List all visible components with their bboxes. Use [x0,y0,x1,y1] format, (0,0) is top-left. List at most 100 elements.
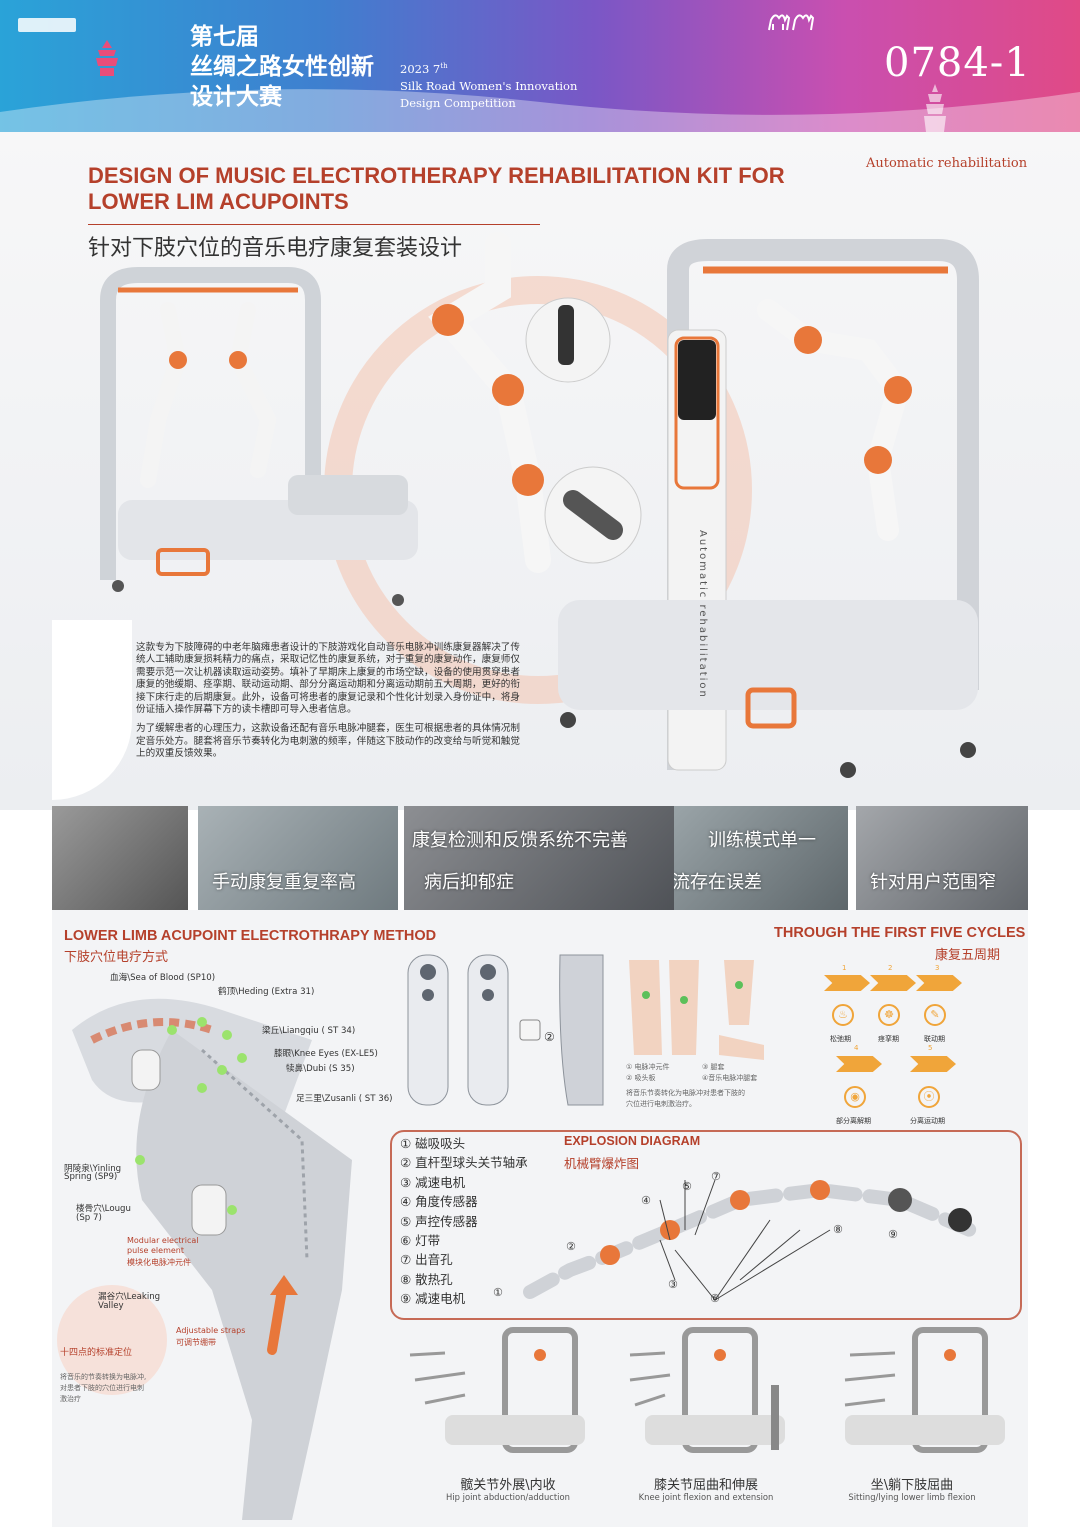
mode-label-cn: 膝关节屈曲和伸展 [653,1478,758,1493]
problem-caption: 训练模式单一 [708,830,816,851]
muscle-icon: ☸ [878,1004,900,1026]
link-icon: ✎ [924,1004,946,1026]
cycle-arrow [870,975,916,991]
cycle-number: 2 [888,964,893,972]
modular-label-cn: 模块化电脉冲元件 [127,1258,191,1267]
parts-list-item: ① 磁吸吸头 [400,1136,466,1151]
acupoint-label: 犊鼻\Dubi (S 35) [286,1064,355,1074]
parts-list-item: ⑤ 声控传感器 [400,1213,478,1229]
cycles-title-cn: 康复五周期 [935,948,1001,963]
pagoda-silhouette-icon [924,84,946,132]
standard-positioning-title: 十四点的标准定位 [60,1348,133,1358]
right-machine: Automatic rehabilitation [558,239,979,778]
component-number: ② [544,1030,555,1044]
callout-number: ⑤ [682,1180,692,1193]
entry-code: 0784-1 [884,40,1031,86]
callout-number: ⑨ [888,1228,898,1241]
callout-number: ③ [668,1278,678,1291]
acupoint-label: 膝眼\Knee Eyes (EX-LE5) [274,1049,378,1059]
problem-photo-strip: 手动康复重复率高 康复检测和反馈系统不完善 病后抑郁症 信息交流存在误差 训练模… [52,806,1028,910]
acupoint-label: 漏谷穴\Leaking [98,1292,161,1302]
parts-list: ① 磁吸吸头 ② 直杆型球头关节轴承 ③ 减速电机 ④ 角度传感器 ⑤ 声控传感… [400,1134,528,1309]
straps-label-cn: 可调节绷带 [176,1338,216,1347]
photo-user-range: 针对用户范围窄 [856,806,1028,910]
automatic-rehab-label: Automatic rehabilitation [866,156,1028,171]
cycles-title-en: THROUGH THE FIRST FIVE CYCLES [774,925,1026,941]
cycle-number: 3 [935,964,940,972]
cycle-label: 分离运动期 [910,1117,945,1125]
component-renders [407,954,604,1106]
callout-number: ① [493,1286,503,1299]
footprint-icon: ⦿ [918,1086,940,1108]
photo-training-mode: 信息交流存在误差 训练模式单一 [674,806,848,910]
acupoint-label: 足三里\Zusanli ( ST 36) [296,1094,393,1104]
acupoint-label: Spring (SP9) [64,1172,118,1182]
cycle-arrow [910,1056,956,1072]
photo-manual-rehab: 手动康复重复率高 [198,806,398,910]
mode-label-cn: 坐\躺下肢屈曲 [870,1478,954,1493]
modular-label-en: Modular electrical [127,1236,199,1245]
competition-title-cn: 第七届 丝绸之路女性创新 设计大赛 [190,23,374,110]
explosion-title-en: EXPLOSION DIAGRAM [564,1134,701,1148]
acupoint-label: 楼骨穴\Lougu [76,1204,131,1214]
cycle-label: 痉挛期 [878,1035,899,1043]
acupoint-title-cn: 下肢穴位电疗方式 [64,950,169,965]
problem-caption: 手动康复重复率高 [212,872,356,893]
standard-positioning-desc: 将音乐的节奏转换为电脉冲, 对患者下肢的穴位进行电刺 激治疗 [60,1373,147,1403]
camel-icon [768,14,815,31]
parts-list-item: ② 直杆型球头关节轴承 [400,1155,528,1171]
mode-label-en: Knee joint flexion and extension [638,1492,774,1502]
callout-number: ② [566,1240,576,1253]
parts-list-item: ⑨ 减速电机 [400,1291,466,1307]
header-banner: 第七届 丝绸之路女性创新 设计大赛 2023 7th Silk Road Wom… [0,0,1080,132]
acupoint-label: Valley [98,1301,124,1311]
component-legend: ③ 腿套 ④音乐电脉冲腿套 [702,1063,758,1082]
left-machine [100,267,418,606]
parts-list-item: ④ 角度传感器 [400,1194,478,1210]
photo-feedback: 康复检测和反馈系统不完善 病后抑郁症 [404,806,674,910]
acupoint-title-en: LOWER LIMB ACUPOINT ELECTROTHRAPY METHOD [64,928,437,944]
leg-acupoint-diagram [629,960,764,1060]
cycle-arrow [836,1056,882,1072]
component-legend-note: 将音乐节奏转化为电脉冲对患者下肢的 穴位进行电刺激治疗。 [626,1089,745,1108]
photo-patient-1 [52,806,188,910]
mode-label-en: Hip joint abduction/adduction [446,1492,570,1502]
explosion-diagram-frame [390,1130,1022,1320]
cycle-number: 1 [842,964,847,972]
project-title-en: DESIGN OF MUSIC ELECTROTHERAPY REHABILIT… [88,163,785,214]
parts-list-item: ⑥ 灯带 [400,1233,441,1249]
exploded-arm-illustration [523,1179,977,1301]
acupoint-label: 阴陵泉\Yinling [64,1164,122,1174]
problem-caption: 信息交流存在误差 [674,872,762,893]
competition-title-en: 2023 7th Silk Road Women's Innovation De… [400,61,578,110]
explosion-title-cn: 机械臂爆炸图 [564,1156,640,1171]
leg-icon: ♨ [832,1004,854,1026]
problem-caption: 病后抑郁症 [424,872,514,893]
cycle-number: 4 [854,1044,859,1052]
mode-label-cn: 髋关节外展\内收 [460,1478,556,1493]
callout-number: ⑦ [711,1170,721,1183]
component-legend: ① 电脉冲元件 ② 吸头板 [626,1063,670,1082]
pagoda-icon [96,40,118,76]
project-title-cn: 针对下肢穴位的音乐电疗康复套装设计 [88,236,463,261]
eye-icon: ◉ [844,1086,866,1108]
cycle-arrow [824,975,870,991]
cycle-label: 松弛期 [830,1035,851,1043]
cycle-label: 联动期 [924,1035,945,1043]
parts-list-item: ⑦ 出音孔 [400,1252,453,1268]
acupoint-label: (Sp 7) [76,1213,102,1223]
wave-decoration [0,89,1080,132]
acupoint-label: 血海\Sea of Blood (SP10) [110,973,216,983]
modular-label-en: pulse element [127,1246,184,1255]
cycle-number: 5 [928,1044,933,1052]
parts-list-item: ③ 减速电机 [400,1174,466,1190]
acupoint-label: 鹤顶\Heding (Extra 31) [218,987,315,997]
machine-side-text: Automatic rehabilitation [697,530,708,699]
robot-arm [428,232,642,573]
mode-label-en: Sitting/lying lower limb flexion [848,1492,976,1502]
rehab-machine-illustration: Automatic rehabilitation [100,232,979,778]
callout-number: ④ [641,1194,651,1207]
cycle-label: 部分离解期 [836,1117,871,1125]
problem-caption: 针对用户范围窄 [870,872,996,893]
training-mode-illustrations [409,1327,1005,1453]
